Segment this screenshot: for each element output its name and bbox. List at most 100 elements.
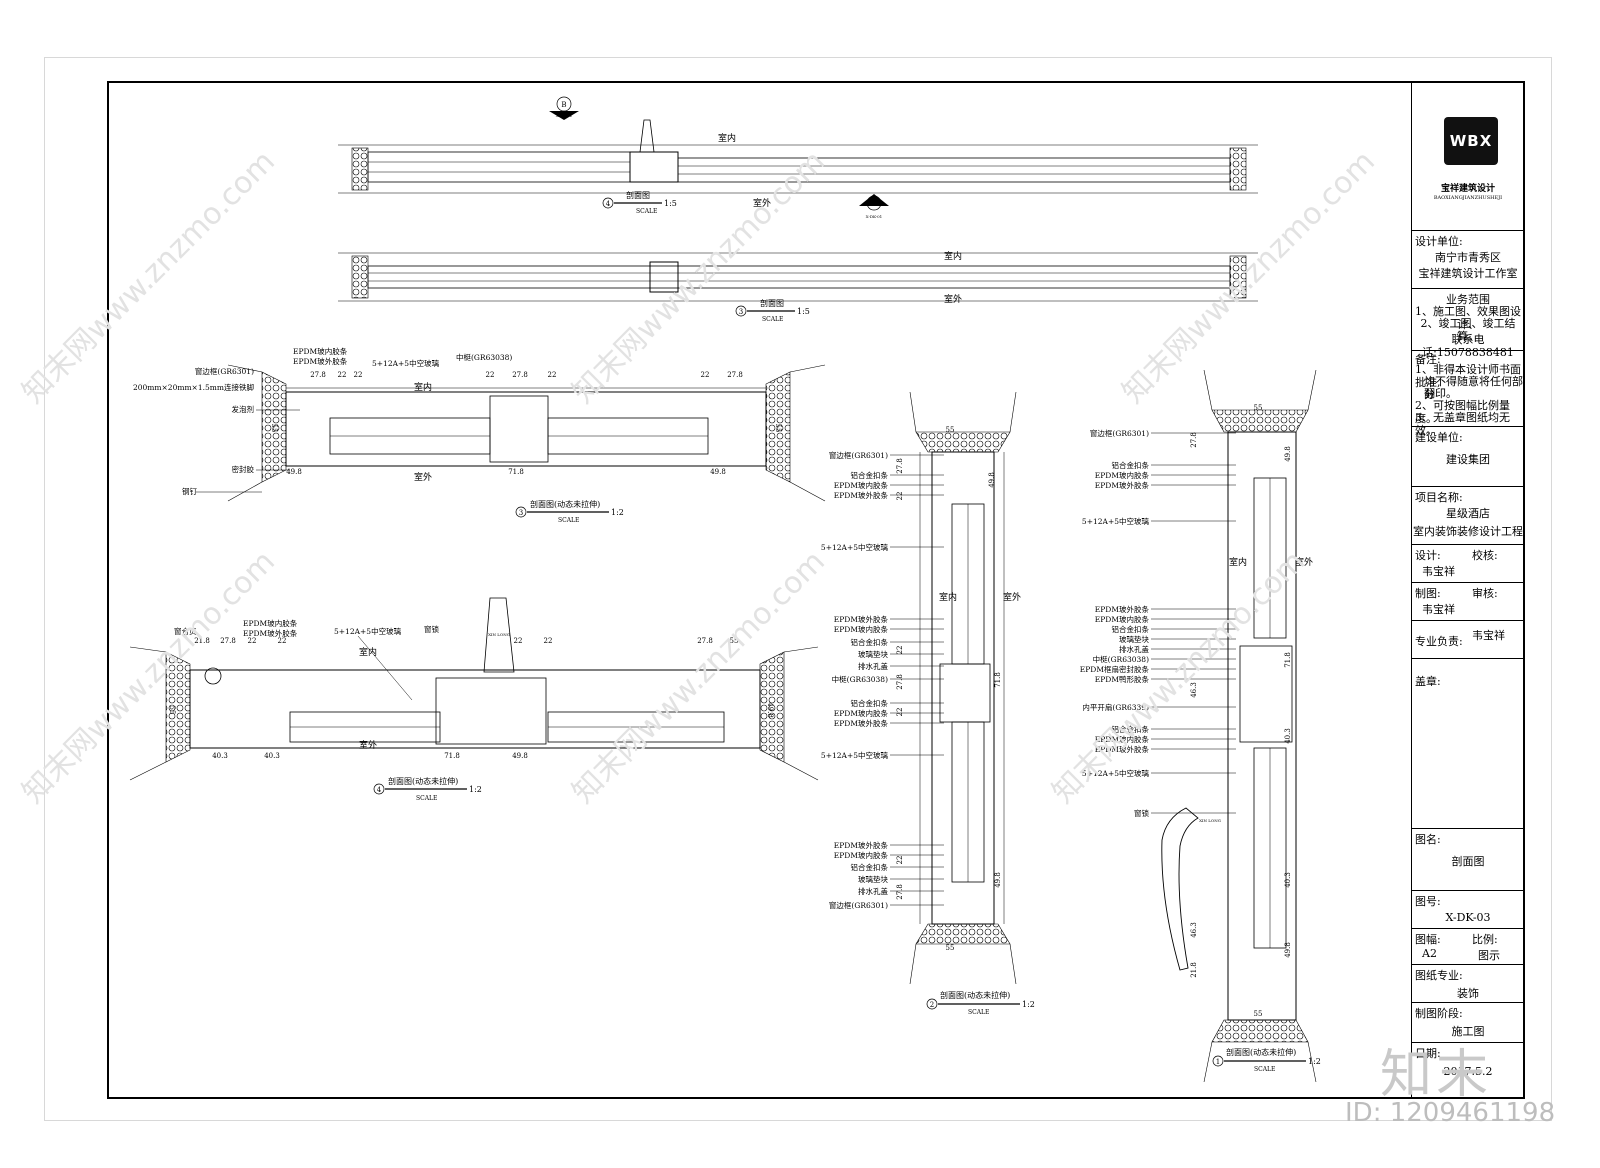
dimension-label: 49.8 <box>512 752 528 760</box>
note-2: 2、可按图幅比例量度。 <box>1415 399 1510 425</box>
date-label: 日期: <box>1415 1047 1441 1060</box>
client-cell: 建设单位: 建设集团 <box>1412 427 1524 487</box>
size-label: 图幅: <box>1415 933 1441 946</box>
callout-label: EPDM玻内胶条 <box>834 850 889 860</box>
v2-scale-word: SCALE <box>968 1009 989 1016</box>
callout-label: EPDM玻外胶条 <box>1095 480 1150 490</box>
dimension-label: 49.8 <box>994 872 1002 888</box>
note-3: 3、无盖章图纸均无效。 <box>1415 411 1510 437</box>
dimension-label: 55 <box>1254 1010 1263 1018</box>
dimension-label: 49.8 <box>766 702 774 718</box>
business-title: 业务范围 <box>1446 293 1490 306</box>
stage-label: 制图阶段: <box>1415 1007 1463 1020</box>
callout-label: 铝合金扣条 <box>1112 724 1150 734</box>
design-unit-line1: 南宁市青秀区 <box>1435 251 1501 264</box>
callout-label: EPDM玻外胶条 <box>834 840 889 850</box>
view-3-top-section: 室内 室外 3 剖面图 1:5 SCALE <box>338 250 1258 323</box>
design-label: 设计: <box>1415 549 1441 562</box>
designer-name: 韦宝祥 <box>1422 565 1455 578</box>
dimension-label: 22 <box>701 371 710 379</box>
callout-label: EPDM鸭形胶条 <box>1095 674 1150 684</box>
dimension-label: 27.8 <box>310 371 326 379</box>
view-2-section: 室内 室外 窗边框(GR6301)铝合金扣条EPDM玻内胶条EPDM玻外胶条5+… <box>821 391 1035 1016</box>
review-label: 审核: <box>1472 587 1498 600</box>
drawing-name-cell: 图名: 剖面图 <box>1412 829 1524 891</box>
callout-label: EPDM玻外胶条 <box>834 490 889 500</box>
callout-label: EPDM玻外胶条 <box>1095 744 1150 754</box>
dimension-label: 21.8 <box>1190 962 1198 978</box>
v1-scale-word: SCALE <box>1254 1066 1275 1073</box>
seal-cell: 盖章: <box>1412 659 1524 829</box>
dimension-label: 27.8 <box>896 458 904 474</box>
dimension-label: 21.8 <box>194 637 210 645</box>
dimension-label: 55 <box>730 637 739 645</box>
drawing-number-cell: 图号: X-DK-03 <box>1412 891 1524 929</box>
v1-title: 剖面图(动态未拉伸) <box>1226 1047 1296 1057</box>
v2-title: 剖面图(动态未拉伸) <box>940 990 1010 1000</box>
company-name-cn: 宝祥建筑设计 <box>1440 184 1495 194</box>
v4top-scale: 1:5 <box>664 199 677 208</box>
dimension-label: 40.3 <box>212 752 228 760</box>
dimension-label: 49.8 <box>286 468 302 476</box>
discipline-label: 图纸专业: <box>1415 969 1463 982</box>
notes-label: 备注: <box>1415 353 1441 366</box>
dimension-label: 27.8 <box>220 637 236 645</box>
callout-label: 5+12A+5中空玻璃 <box>821 750 889 760</box>
callout-label: 窗边框(GR6301) <box>829 900 888 910</box>
callout-label: EPDM玻外胶条 <box>1095 604 1150 614</box>
callout-label: 铝合金扣条 <box>851 862 889 872</box>
check-label: 校核: <box>1472 549 1498 562</box>
dimension-label: 22 <box>896 708 904 717</box>
dimension-label: 22 <box>354 371 363 379</box>
scale-label: 比例: <box>1472 933 1498 946</box>
dimension-label: 22 <box>514 637 523 645</box>
callout-label: 5+12A+5中空玻璃 <box>821 542 889 552</box>
callout-label: 铝合金扣条 <box>1112 624 1150 634</box>
dimension-label: 55 <box>270 424 278 433</box>
dimension-label: 27.8 <box>727 371 743 379</box>
v1-num: 1 <box>1216 1058 1220 1066</box>
dimension-label: 22 <box>486 371 495 379</box>
callout-label: 铝合金扣条 <box>851 698 889 708</box>
marker-a-ref: X-DK-01 <box>866 214 882 219</box>
callout-label: 窗合页 <box>174 626 197 636</box>
v2-callouts: 窗边框(GR6301)铝合金扣条EPDM玻内胶条EPDM玻外胶条5+12A+5中… <box>821 450 944 910</box>
callout-label: 排水孔盖 <box>1119 644 1149 654</box>
sheet-outer-border <box>44 57 1552 1121</box>
v3top-scale-word: SCALE <box>762 316 783 323</box>
project-line2: 室内装饰装修设计工程 <box>1413 525 1523 538</box>
dimension-label: 46.3 <box>1190 922 1198 938</box>
v3-num: 3 <box>519 509 523 517</box>
dimension-label: 71.8 <box>1284 652 1292 668</box>
callout-label: 排水孔盖 <box>858 886 888 896</box>
business-item-1: 1、施工图、效果图设计、 <box>1415 305 1521 331</box>
dimension-label: 55 <box>1254 404 1263 412</box>
callout-label: 玻璃垫块 <box>1119 634 1149 644</box>
business-scope-cell: 业务范围 1、施工图、效果图设计、 2、竣工图、竣工结算。 联系电话:15078… <box>1412 289 1524 359</box>
v2-inside: 室内 <box>939 591 957 603</box>
callout-label: EPDM玻内胶条 <box>293 346 348 356</box>
discipline-cell: 图纸专业: 装饰 <box>1412 965 1524 1003</box>
dimension-label: 49.8 <box>1284 942 1292 958</box>
v4top-inside: 室内 <box>718 132 736 144</box>
sheet-inner-border <box>107 81 1525 1099</box>
callout-label: 玻璃垫块 <box>858 649 888 659</box>
v1-outside: 室外 <box>1295 556 1313 568</box>
callout-label: 中梃(GR63038) <box>456 352 512 362</box>
lead-name: 韦宝祥 <box>1472 629 1505 642</box>
callout-label: EPDM玻外胶条 <box>834 718 889 728</box>
dimension-label: 27.8 <box>512 371 528 379</box>
v4-scale-word: SCALE <box>416 795 437 802</box>
callout-label: 玻璃垫块 <box>858 874 888 884</box>
project-line1: 星级酒店 <box>1446 507 1490 520</box>
callout-label: 窗锁 <box>1134 808 1150 818</box>
dimension-label: 22 <box>544 637 553 645</box>
drawing-number: X-DK-03 <box>1445 911 1491 924</box>
v3-title: 剖面图(动态未拉伸) <box>530 499 600 509</box>
